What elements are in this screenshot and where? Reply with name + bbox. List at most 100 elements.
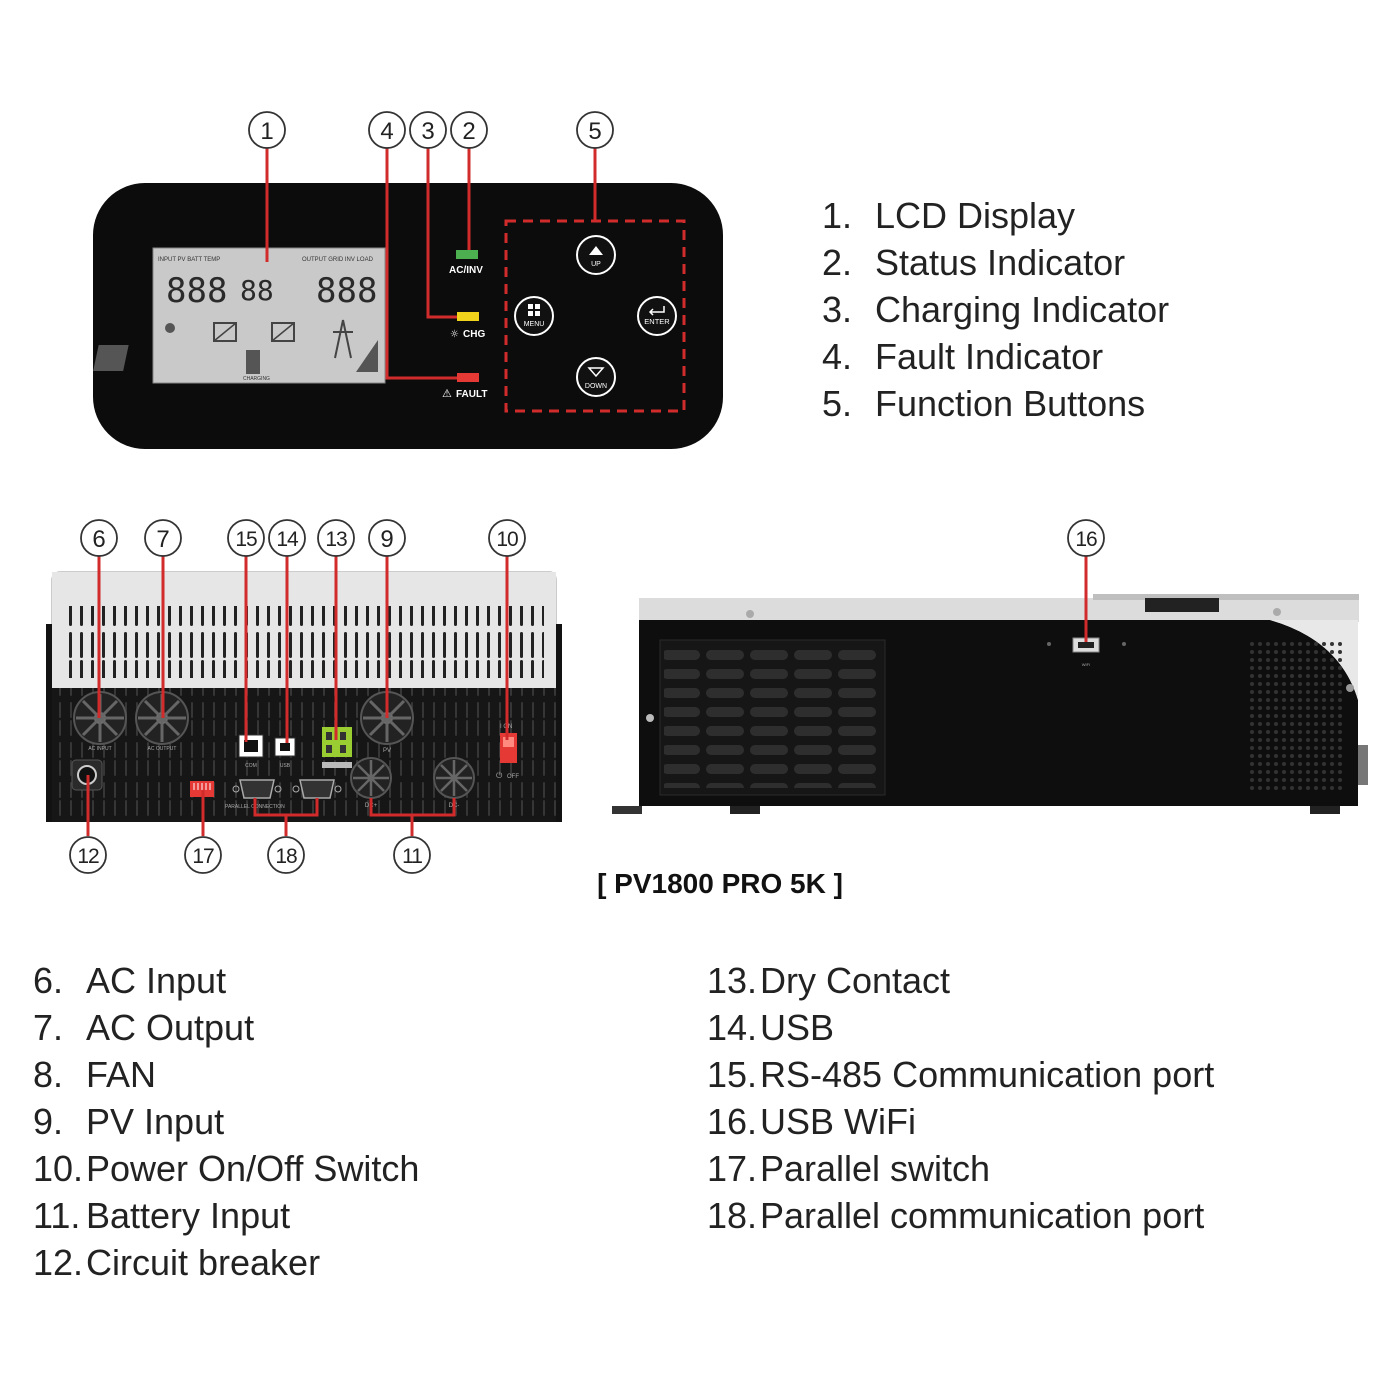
legend-text: Fault Indicator: [875, 336, 1104, 377]
callout-5: 5: [576, 111, 614, 149]
svg-text:1: 1: [260, 118, 273, 145]
legend-text: Dry Contact: [760, 960, 951, 1001]
legend-number: 14.: [707, 1007, 758, 1048]
legend-number: 9.: [33, 1101, 64, 1142]
lcd-charging-text: CHARGING: [243, 376, 270, 382]
svg-text:2: 2: [462, 118, 475, 145]
dry-contact-terminal[interactable]: [322, 727, 352, 768]
svg-text:4: 4: [380, 118, 393, 145]
lcd-header-left: INPUT PV BATT TEMP: [158, 257, 220, 263]
legend-number: 4.: [822, 336, 853, 377]
chg-label: CHG: [463, 329, 485, 340]
legend-text: Charging Indicator: [875, 289, 1170, 330]
svg-text:5: 5: [588, 118, 601, 145]
legend-number: 2.: [822, 242, 853, 283]
svg-text:18: 18: [275, 845, 297, 868]
lcd-inverter-icon: [213, 322, 295, 342]
lcd-digits-mid: 88: [240, 274, 274, 307]
lcd-digits-right: 888: [316, 271, 377, 311]
rear-panel: AC INPUT AC OUTPUT COM USB PV: [46, 571, 562, 822]
enter-button-label: ENTER: [644, 317, 670, 326]
lcd-grid-tower-icon: [333, 319, 353, 359]
legend-number: 16.: [707, 1101, 758, 1142]
fault-led: [457, 373, 479, 382]
legend-text: Function Buttons: [875, 383, 1146, 424]
lcd-solar-icon: [93, 323, 175, 371]
callout-4: 4: [368, 111, 406, 149]
legend-text: LCD Display: [875, 195, 1076, 236]
callout-2: 2: [450, 111, 488, 149]
enter-button[interactable]: ENTER: [637, 296, 677, 336]
parallel-port-2[interactable]: [292, 779, 342, 799]
svg-text:9: 9: [380, 526, 393, 553]
svg-text:12: 12: [77, 845, 99, 868]
callout-15: 15: [227, 519, 265, 557]
legend-number: 12.: [33, 1242, 84, 1283]
ac-output-label: AC OUTPUT: [148, 746, 177, 752]
legend-number: 15.: [707, 1054, 758, 1095]
svg-text:11: 11: [402, 845, 422, 868]
legend-number: 7.: [33, 1007, 64, 1048]
svg-text:17: 17: [192, 845, 214, 868]
up-button[interactable]: UP: [576, 235, 616, 275]
callout-3: 3: [409, 111, 447, 149]
legend-text: USB: [760, 1007, 835, 1048]
legend-text: AC Output: [86, 1007, 255, 1048]
callouts: 1 4 3 2 5 6 7 15 14 13 9 10 16 12 17 18 …: [69, 111, 1105, 874]
switch-off-label: OFF: [507, 774, 519, 780]
lcd-battery-icon: [246, 350, 260, 374]
fault-label: FAULT: [456, 389, 487, 400]
usb-label: USB: [280, 763, 291, 769]
parallel-port-1[interactable]: [232, 779, 282, 799]
legend-number: 3.: [822, 289, 853, 330]
status-led: [456, 250, 478, 259]
svg-text:13: 13: [325, 528, 347, 551]
legend-number: 11.: [33, 1195, 81, 1236]
svg-text:15: 15: [235, 528, 257, 551]
legend-text: Battery Input: [86, 1195, 291, 1236]
callout-9: 9: [368, 519, 406, 557]
side-view: WIFI: [612, 594, 1368, 814]
callout-6: 6: [80, 519, 118, 557]
legend-number: 5.: [822, 383, 853, 424]
callout-10: 10: [488, 519, 526, 557]
power-switch[interactable]: [500, 733, 517, 763]
callout-13: 13: [317, 519, 355, 557]
up-button-label: UP: [591, 261, 601, 268]
down-button-label: DOWN: [585, 383, 607, 390]
svg-text:3: 3: [421, 118, 434, 145]
battery-negative-fan-icon: [433, 757, 475, 799]
callout-18: 18: [267, 836, 305, 874]
legend-text: Status Indicator: [875, 242, 1126, 283]
lcd-header-right: OUTPUT GRID INV LOAD: [302, 257, 374, 263]
legend-number: 1.: [822, 195, 853, 236]
legend-text: Parallel communication port: [760, 1195, 1205, 1236]
legend-number: 18.: [707, 1195, 758, 1236]
ac-input-label: AC INPUT: [88, 746, 111, 752]
down-button[interactable]: DOWN: [576, 357, 616, 397]
parallel-switch[interactable]: [190, 781, 214, 797]
side-dot-grille: [1250, 640, 1345, 790]
legend-text: Parallel switch: [760, 1148, 991, 1189]
legend-number: 17.: [707, 1148, 758, 1189]
callout-16: 16: [1067, 519, 1105, 557]
legend-text: Power On/Off Switch: [86, 1148, 420, 1189]
legend-number: 10.: [33, 1148, 84, 1189]
usb-port[interactable]: [274, 737, 296, 757]
lcd-digits-left: 888: [166, 271, 227, 311]
svg-text:16: 16: [1075, 528, 1097, 551]
battery-positive-fan-icon: [350, 757, 392, 799]
leader-lines: [86, 148, 1088, 836]
legend-text: RS-485 Communication port: [760, 1054, 1215, 1095]
callout-7: 7: [144, 519, 182, 557]
charging-sun-icon: ☼: [450, 329, 459, 340]
callout-17: 17: [184, 836, 222, 874]
model-title: [ PV1800 PRO 5K ]: [597, 868, 843, 899]
rs485-port[interactable]: [238, 734, 264, 758]
svg-text:6: 6: [92, 526, 105, 553]
lcd-load-bar-icon: [356, 340, 378, 372]
svg-text:10: 10: [496, 528, 518, 551]
menu-button[interactable]: MENU: [514, 296, 554, 336]
pv-label: PV: [383, 748, 391, 754]
